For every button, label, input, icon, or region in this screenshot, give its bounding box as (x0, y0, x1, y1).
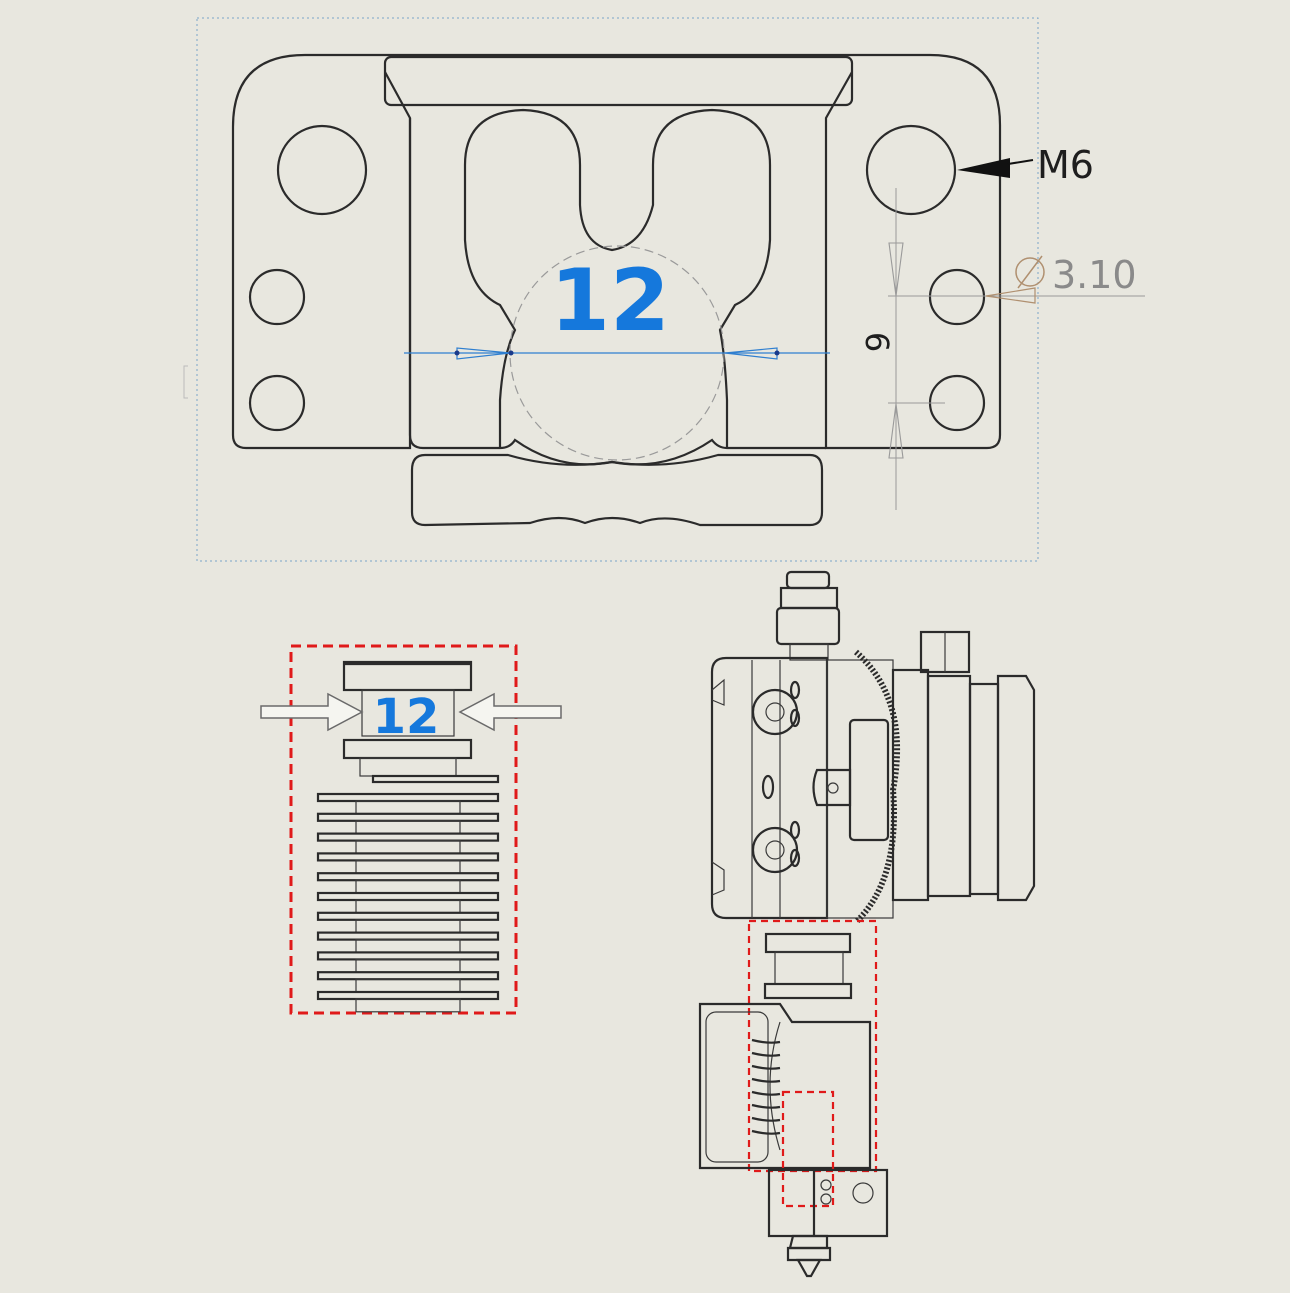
motor-plate (891, 668, 930, 902)
sketch-frame (196, 17, 1039, 562)
idler-wheel-bottom (751, 820, 801, 874)
shroud-fin (751, 1038, 781, 1044)
hole-mid-right (928, 268, 986, 326)
mounted-heatsink-highlight (747, 919, 878, 1173)
hole-top-left (276, 124, 368, 216)
heatsink-width-label: 12 (373, 689, 440, 745)
hole-diameter-dimension (985, 255, 1145, 304)
u-slots (463, 108, 772, 448)
nozzle-tip (796, 1258, 822, 1278)
top-rail (383, 55, 854, 107)
carriage-slot (408, 118, 826, 466)
shroud-fin (751, 1116, 781, 1122)
circle-diameter-label: 12 (550, 251, 670, 351)
heatsink-highlight-box (289, 644, 518, 1015)
idler-wheel-top (751, 680, 801, 736)
heatblock-highlight (781, 1090, 835, 1208)
hole-diameter-label: 3.10 (1052, 253, 1137, 297)
shroud-fin (751, 1090, 781, 1096)
right-width-arrow (458, 692, 562, 732)
left-width-arrow (260, 692, 364, 732)
m6-leader-arrow (957, 158, 1010, 178)
heatsink-fin (316, 852, 500, 862)
shroud-fin (751, 1051, 781, 1057)
bottom-rail (410, 453, 824, 527)
extruder-assembly (698, 570, 1036, 1278)
nozzle-hex (786, 1246, 832, 1262)
hole-top-right (865, 124, 957, 216)
heatsink-fin (316, 872, 500, 882)
spacing-dimension (888, 188, 985, 510)
shroud-fin (751, 1077, 781, 1083)
extruder-body (710, 656, 829, 920)
heatsink-fin (316, 812, 500, 822)
heatsink-fin (316, 951, 500, 961)
sketch-view: 12 M6 3.10 6 (183, 17, 1145, 562)
shroud-fin (751, 1103, 781, 1109)
heatsink-fin (316, 832, 500, 842)
hole-bottom-left (248, 374, 306, 432)
heatsink-fin (316, 931, 500, 941)
nozzle-top (788, 1234, 829, 1250)
spacing-label: 6 (858, 332, 896, 352)
heatsink-fin (316, 990, 500, 1001)
thread-note: M6 (1037, 143, 1094, 187)
shroud-fin (751, 1064, 781, 1070)
plate-outline (231, 53, 1002, 450)
fan-shroud (698, 1002, 872, 1170)
diameter-dimension (404, 347, 830, 360)
heatsink-fin (316, 911, 500, 921)
heatsink-fin (316, 792, 500, 803)
hole-mid-left (248, 268, 306, 326)
pneumatic-fitting (775, 570, 841, 661)
shroud-fin (751, 1129, 781, 1135)
heatsink-fin (316, 891, 500, 902)
heatsink-fins (316, 792, 500, 1013)
heatsink-top-cap (342, 660, 473, 692)
heatsink-fin (316, 971, 500, 981)
heatsink-callout: 12 (260, 644, 562, 1015)
